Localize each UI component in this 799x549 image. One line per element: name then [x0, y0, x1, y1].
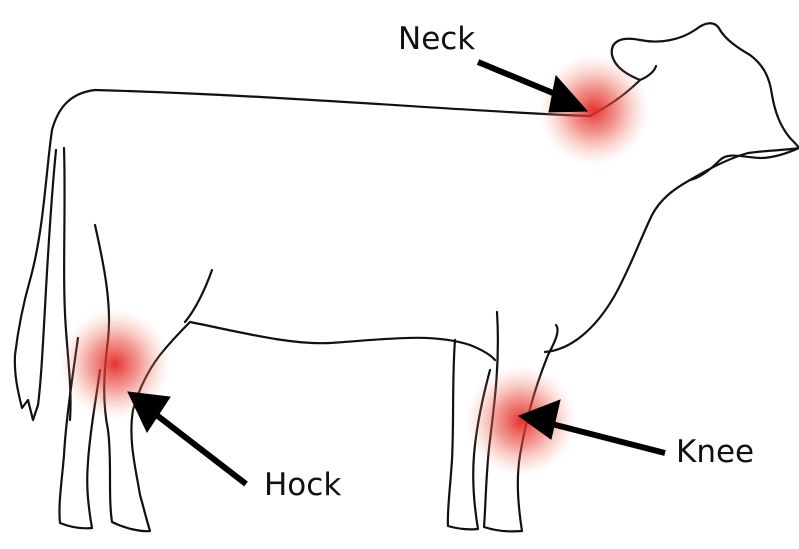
hock-arrow: [128, 392, 246, 484]
cow-flank: [185, 270, 212, 322]
cow-ear: [640, 66, 656, 80]
knee-label: Knee: [676, 437, 754, 468]
hock-label: Hock: [264, 470, 341, 501]
cow-chest: [545, 148, 799, 352]
knee-highlight: [466, 366, 576, 476]
cow-belly: [190, 322, 495, 360]
neck-label: Neck: [398, 24, 475, 55]
